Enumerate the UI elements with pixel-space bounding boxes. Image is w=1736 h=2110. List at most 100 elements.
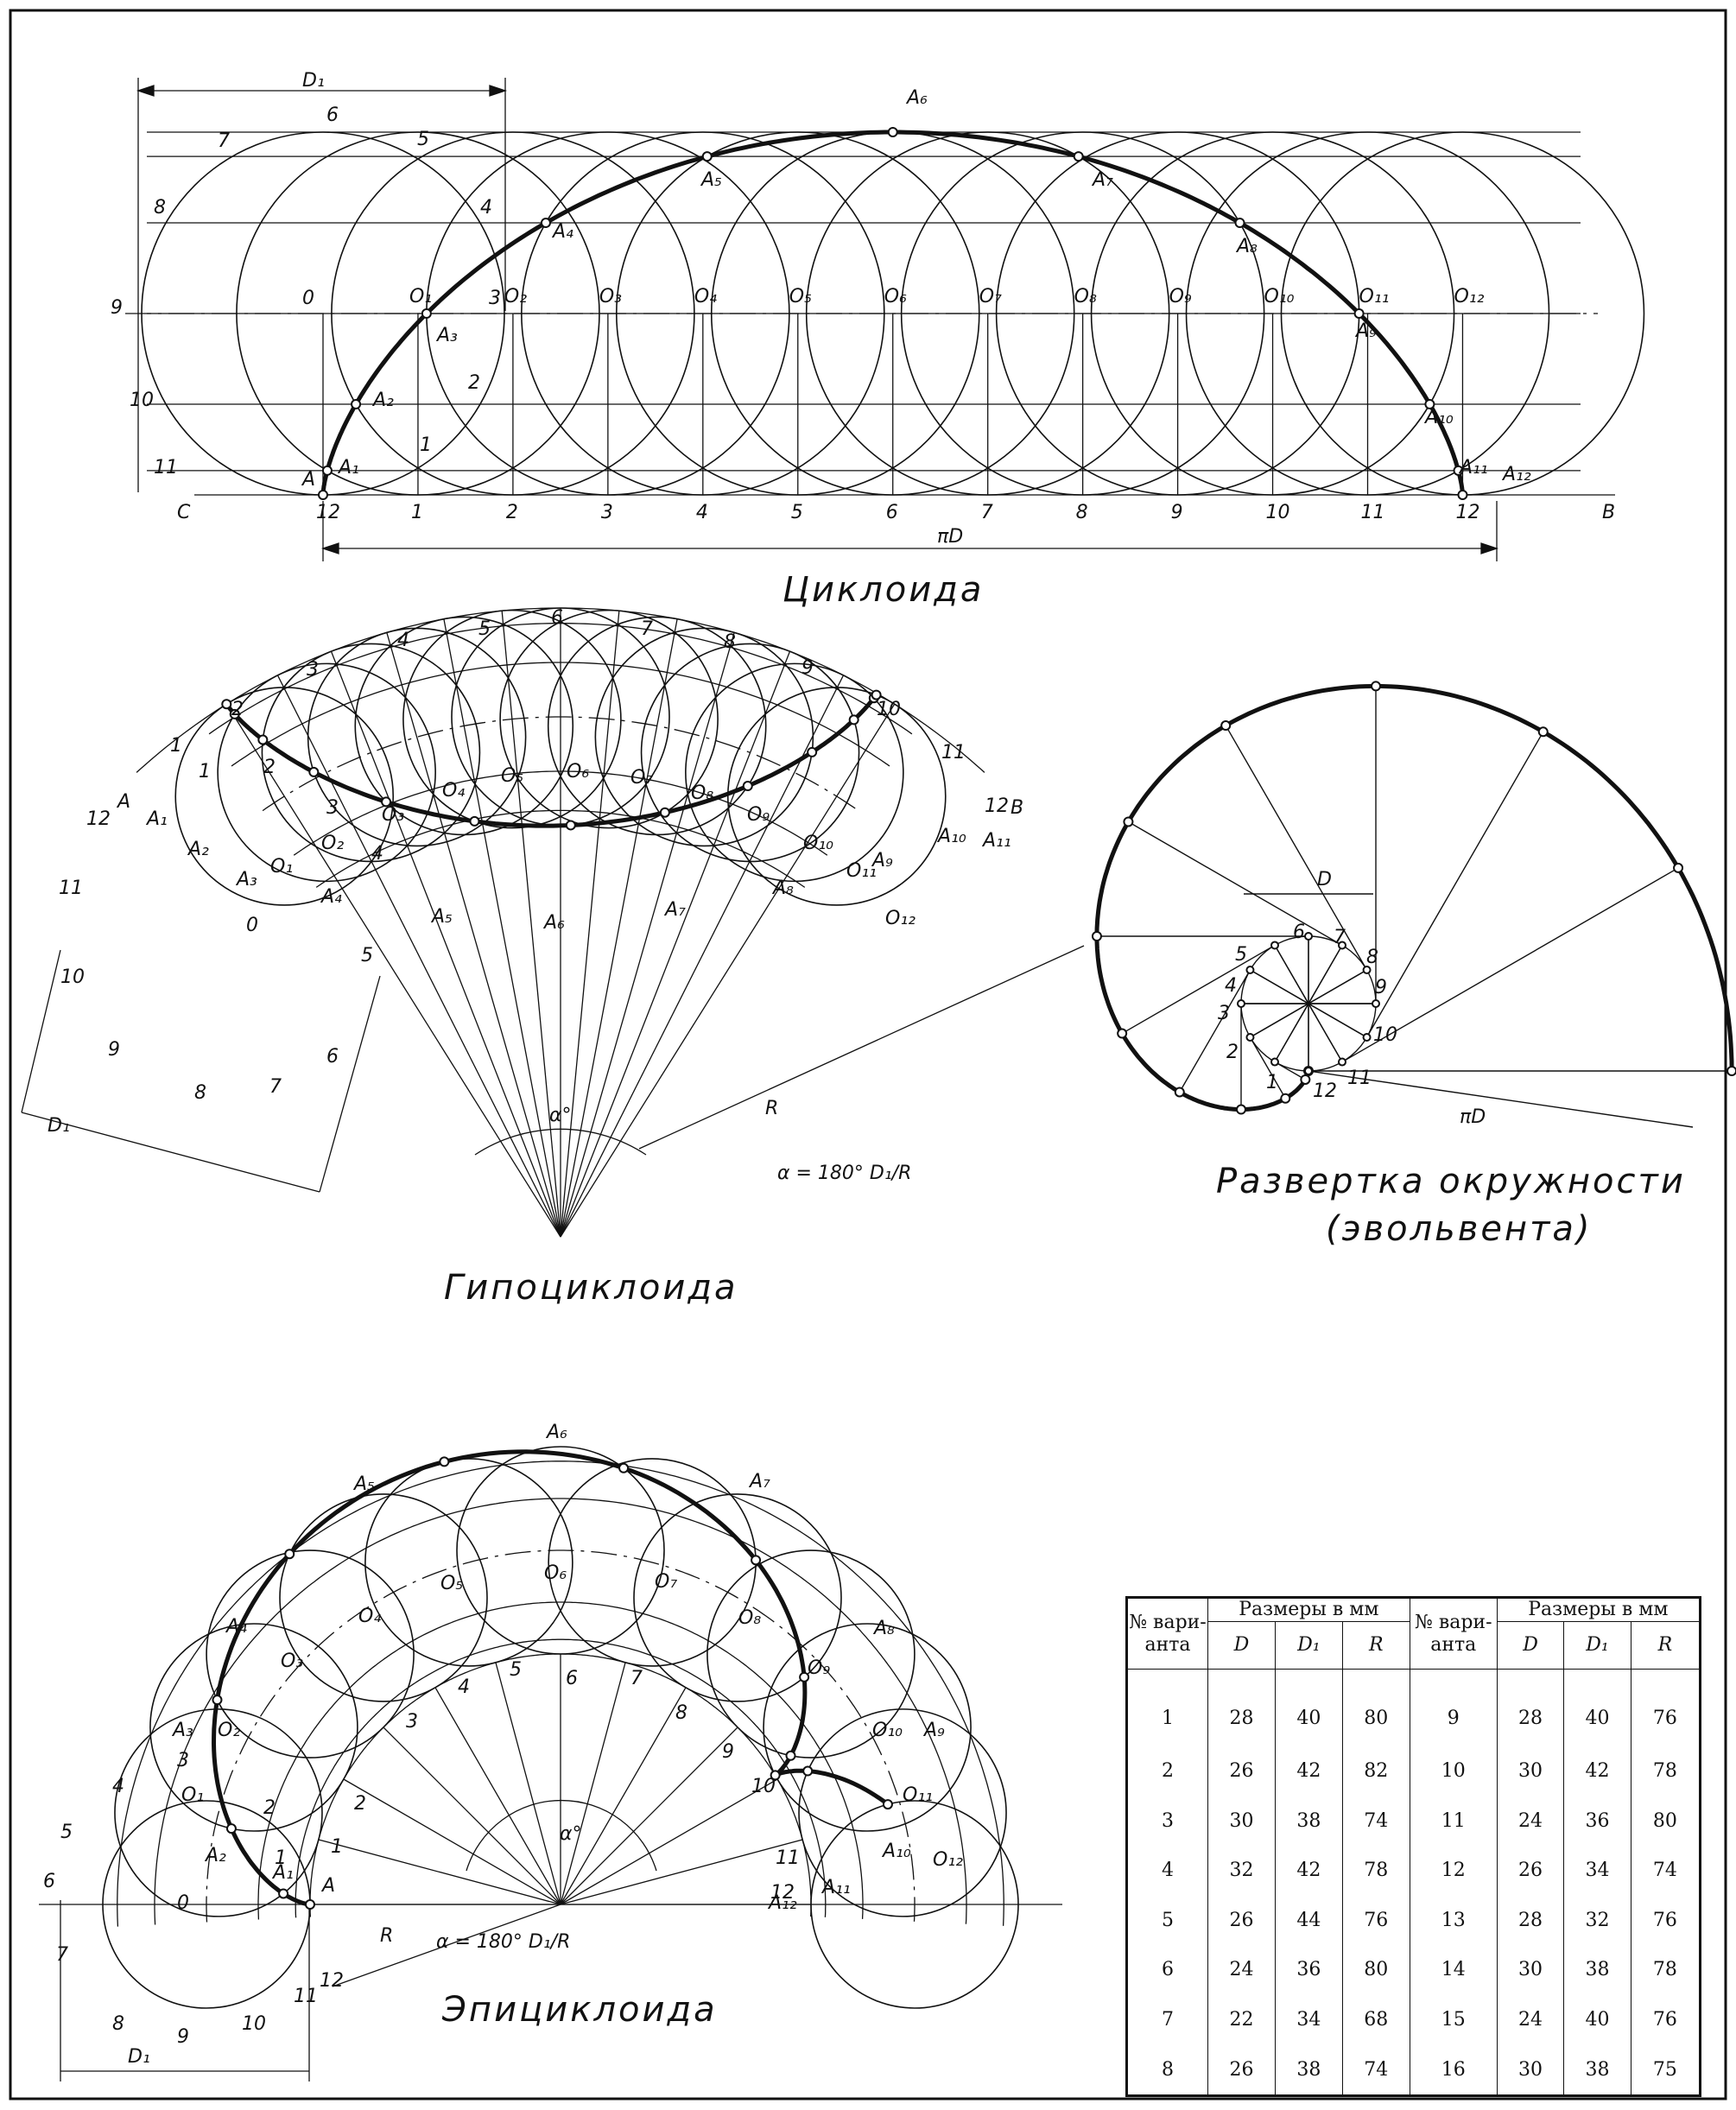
tangent-line (1274, 1061, 1306, 1080)
rolling-circle (217, 662, 436, 883)
epicycloid-point-label: A₃ (171, 1720, 193, 1741)
center-label: O₇ (979, 286, 1002, 307)
center-label: O₉ (1169, 286, 1192, 307)
hypocycloid-point-label: A₈ (771, 878, 794, 899)
epicycloid-point-label: A₁₀ (881, 1841, 911, 1862)
cycloid-point (1424, 399, 1435, 409)
epicycloid-point (284, 1549, 295, 1560)
center-label: O₃ (599, 286, 622, 307)
size-cell: 75 (1630, 2044, 1701, 2096)
hypocycloid-point (807, 746, 818, 757)
centre-arc (206, 1549, 916, 1923)
size-cell: 80 (1630, 1796, 1701, 1847)
center-label: O₂ (218, 1720, 240, 1741)
center-label: O₁₁ (846, 860, 877, 882)
involute-point (1123, 816, 1134, 827)
circle-division-label: 8 (154, 197, 166, 219)
level-arc (117, 1461, 1004, 1927)
hypocycloid-point-label: A₁ (145, 808, 168, 830)
sheet-border (9, 9, 1727, 2100)
radial-line (560, 1662, 626, 1905)
variant-number-cell: 8 (1126, 2044, 1208, 2096)
center-label: O₁₂ (1454, 286, 1484, 307)
cycloid-point (421, 308, 432, 319)
arc-division-label: 7 (641, 618, 653, 640)
circle-division-label: 2 (468, 372, 480, 394)
arrow-head (489, 85, 508, 97)
circle-division-label: 12 (320, 1970, 344, 1992)
inner-division-label: 11 (776, 1847, 800, 1869)
epicycloid-point-label: A₁ (271, 1862, 294, 1884)
involute-number-label: 6 (1293, 922, 1305, 943)
hypocycloid-point-label: A₇ (663, 899, 686, 921)
size-cell: 40 (1563, 1994, 1631, 2045)
size-cell: 34 (1274, 1994, 1343, 2045)
rolling-circle (763, 1623, 972, 1832)
center-label: O₁ (409, 286, 432, 307)
circle-division-label: 3 (489, 288, 501, 309)
sizes-header-right: Размеры в мм (1496, 1597, 1701, 1622)
circle-division-point (1270, 941, 1279, 950)
center-label: O₈ (1074, 286, 1097, 307)
size-cell: 80 (1341, 1945, 1410, 1995)
level-arc (208, 622, 913, 735)
point-b-label: B (1602, 502, 1615, 523)
size-cell: 68 (1341, 1994, 1410, 2045)
radial-line (386, 632, 561, 1238)
epicycloid-point (278, 1888, 289, 1899)
circle-division-label: 8 (194, 1082, 206, 1104)
cycloid-points (318, 127, 1468, 500)
angle-arc (474, 1128, 647, 1156)
cycloid-point-label: A₉ (1354, 320, 1377, 342)
radial-line (383, 1727, 561, 1905)
radial-line (560, 1727, 738, 1905)
hypocycloid-point (308, 766, 320, 777)
circle-division-label: 5 (361, 945, 373, 966)
radial-line (560, 1839, 803, 1905)
radial-line (560, 632, 735, 1238)
circle-division-label: 4 (371, 843, 383, 865)
circle-division-label: 3 (326, 797, 339, 819)
radial-line (560, 611, 620, 1238)
variant-number-cell: 4 (1126, 1846, 1208, 1896)
arc-division-label: 9 (801, 657, 814, 679)
dimension-line-r (638, 945, 1085, 1150)
rolling-circle (114, 1708, 323, 1917)
radial-line (1250, 969, 1367, 1038)
circle-division-label: 2 (263, 1797, 276, 1819)
size-cell: 80 (1341, 1669, 1410, 1747)
size-cell: 42 (1274, 1846, 1343, 1896)
size-cell: 26 (1207, 2044, 1276, 2096)
involute-point (1371, 681, 1381, 692)
radial-line (495, 1662, 561, 1905)
variant-number-cell: 6 (1126, 1945, 1208, 1995)
dimension-r-label: R (380, 1925, 393, 1947)
radial-line (560, 1687, 687, 1905)
circle-division-label: 0 (246, 915, 258, 936)
epicycloid-point (439, 1456, 450, 1467)
hypocycloid-point (659, 807, 670, 818)
variants-table-grid: № вари- анта Размеры в мм № вари- анта Р… (1125, 1596, 1701, 2097)
inner-division-label: 5 (510, 1659, 522, 1681)
rolling-circle (685, 662, 904, 883)
base-number-label: 1 (411, 502, 423, 523)
epicycloid-point-label: A₂ (204, 1845, 226, 1866)
radial-line (560, 1778, 778, 1905)
variant-number-cell: 13 (1409, 1895, 1498, 1946)
circle-division-label: 6 (326, 1046, 339, 1068)
hypocycloid-point-label: A₁₀ (936, 826, 966, 847)
involute-title-line2: (эвольвента) (1326, 1209, 1593, 1249)
size-cell: 24 (1496, 1796, 1565, 1847)
circle-division-label: 1 (199, 761, 211, 783)
col-r-right: R (1630, 1621, 1701, 1670)
circle-division-label: 11 (294, 1986, 318, 2007)
circle-division-label: 3 (177, 1750, 189, 1771)
epicycloid-point (802, 1765, 814, 1777)
inner-division-label: 8 (675, 1702, 687, 1724)
hypocycloid-point-label: A₃ (235, 869, 257, 890)
radial-line (225, 703, 561, 1238)
angle-label: α° (549, 1105, 572, 1126)
point-b-label: B (1011, 797, 1023, 819)
